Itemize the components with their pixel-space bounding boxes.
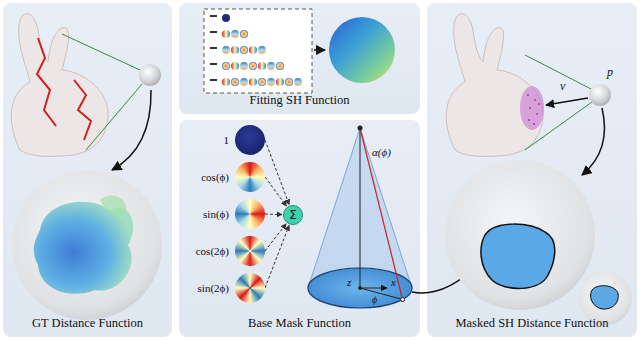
basis-label: sin(ϕ) xyxy=(203,208,229,220)
basis-label: 1 xyxy=(224,134,230,146)
math-label: x xyxy=(391,276,396,288)
basis-label: cos(2ϕ) xyxy=(196,245,229,257)
basis-function: sin(2ϕ) xyxy=(188,273,265,303)
dashed-arrow xyxy=(265,224,286,251)
math-label: ϕ xyxy=(372,294,377,305)
basis-circle xyxy=(235,125,265,155)
panel-title: Masked SH Distance Function xyxy=(455,316,608,331)
basis-label: cos(ϕ) xyxy=(201,171,229,183)
basis-circle xyxy=(235,273,265,303)
panel-title: GT Distance Function xyxy=(32,316,143,331)
basis-circle xyxy=(235,199,265,229)
panel-title: Fitting SH Function xyxy=(249,93,349,108)
math-label: z xyxy=(347,276,351,288)
sum-circle: Σ xyxy=(283,205,303,225)
dashed-arrow xyxy=(265,214,282,216)
dashed-arrow xyxy=(265,225,289,288)
basis-function: cos(ϕ) xyxy=(188,162,265,192)
basis-function: sin(ϕ) xyxy=(188,199,265,229)
sum-symbol: Σ xyxy=(289,209,297,221)
panel: Fitting SH Function xyxy=(179,3,420,114)
panel-title: Base Mask Function xyxy=(248,316,351,331)
panel: Masked SH Distance Function xyxy=(427,3,637,337)
basis-function: cos(2ϕ) xyxy=(188,236,265,266)
math-label: p xyxy=(607,66,613,79)
math-label: α(ϕ) xyxy=(372,146,391,158)
basis-function: 1 xyxy=(188,125,265,155)
basis-circle xyxy=(235,162,265,192)
dashed-arrow xyxy=(265,177,287,206)
dashed-arrow xyxy=(265,140,289,205)
math-label: v xyxy=(560,80,565,93)
basis-circle xyxy=(235,236,265,266)
basis-label: sin(2ϕ) xyxy=(198,282,229,294)
panel: GT Distance Function xyxy=(3,3,172,337)
